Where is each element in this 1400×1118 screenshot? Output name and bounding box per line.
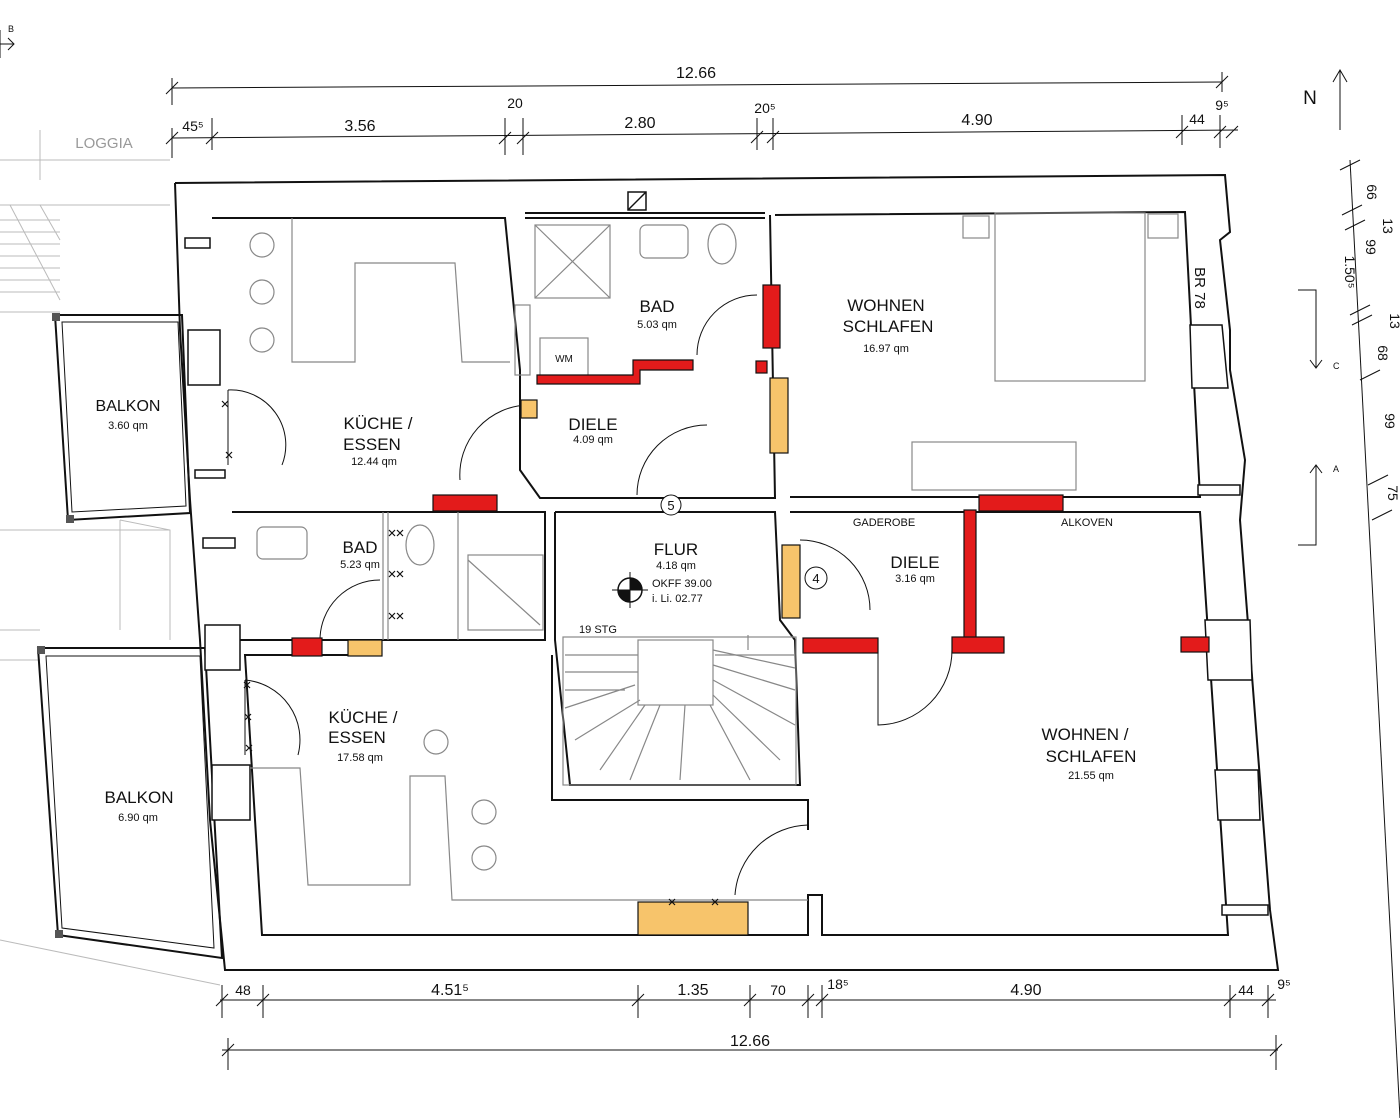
room-label-flur: FLUR 4.18 qm OKFF 39.00 i. Li. 02.77 [652, 540, 712, 605]
svg-text:ESSEN: ESSEN [328, 728, 386, 747]
svg-text:4: 4 [812, 571, 819, 586]
svg-text:44: 44 [1189, 111, 1205, 127]
svg-text:12.66: 12.66 [676, 65, 716, 82]
svg-text:9⁵: 9⁵ [1277, 976, 1291, 992]
svg-text:KÜCHE /: KÜCHE / [329, 708, 398, 727]
svg-text:DIELE: DIELE [568, 415, 617, 434]
room-label-wohnen-bottom: WOHNEN / SCHLAFEN 21.55 qm [1042, 725, 1137, 782]
svg-text:4.51⁵: 4.51⁵ [431, 982, 469, 999]
dimension-lines [165, 72, 1400, 1118]
svg-text:DIELE: DIELE [890, 553, 939, 572]
outer-walls [174, 173, 1280, 971]
svg-text:21.55 qm: 21.55 qm [1068, 770, 1114, 782]
svg-text:FLUR: FLUR [654, 540, 698, 559]
new-walls [291, 284, 1210, 657]
door-number-5: 5 [660, 494, 682, 516]
svg-text:75: 75 [1385, 485, 1400, 501]
changed-walls [347, 377, 801, 936]
svg-text:N: N [1303, 88, 1317, 109]
svg-text:SCHLAFEN: SCHLAFEN [843, 317, 934, 336]
svg-text:3.16 qm: 3.16 qm [895, 573, 935, 585]
svg-text:99: 99 [1363, 239, 1379, 255]
svg-text:4.90: 4.90 [961, 112, 992, 129]
door-swings [227, 294, 953, 896]
room-label-wohnen-top: WOHNEN SCHLAFEN 16.97 qm [843, 296, 934, 355]
svg-text:13: 13 [1387, 313, 1400, 329]
svg-text:12.66: 12.66 [730, 1033, 770, 1050]
svg-text:5.03 qm: 5.03 qm [637, 319, 677, 331]
br78-label: BR 78 [1191, 267, 1208, 309]
room-label-diele-top: DIELE 4.09 qm [568, 415, 617, 446]
svg-text:4.18 qm: 4.18 qm [656, 560, 696, 572]
alkoven-label: ALKOVEN [1061, 517, 1113, 529]
svg-text:4.90: 4.90 [1010, 982, 1041, 999]
svg-text:BALKON: BALKON [105, 788, 174, 807]
svg-text:A: A [1333, 464, 1339, 474]
svg-text:44: 44 [1238, 982, 1254, 998]
svg-text:5: 5 [667, 498, 674, 513]
svg-text:45⁵: 45⁵ [182, 118, 203, 134]
room-label-balkon-bottom: BALKON 6.90 qm [105, 788, 174, 824]
svg-text:12.44 qm: 12.44 qm [351, 456, 397, 468]
svg-text:ESSEN: ESSEN [343, 435, 401, 454]
section-marker-c-icon: C [1298, 289, 1340, 371]
svg-text:BAD: BAD [343, 538, 378, 557]
svg-text:WOHNEN: WOHNEN [847, 296, 924, 315]
svg-text:1.50⁵: 1.50⁵ [1342, 255, 1358, 288]
stg-label: 19 STG [579, 624, 617, 636]
svg-text:B: B [8, 24, 14, 34]
loggia-label: LOGGIA [75, 135, 133, 152]
north-arrow-icon: N [1303, 69, 1348, 130]
svg-text:66: 66 [1364, 184, 1380, 200]
svg-text:70: 70 [770, 982, 786, 998]
section-marker-b-icon: B [0, 24, 15, 58]
svg-text:3.60 qm: 3.60 qm [108, 420, 148, 432]
svg-text:BAD: BAD [640, 297, 675, 316]
ili-label: i. Li. 02.77 [652, 593, 703, 605]
svg-text:6.90 qm: 6.90 qm [118, 812, 158, 824]
room-label-balkon-top: BALKON 3.60 qm [96, 398, 161, 432]
gaderobe-label: GADEROBE [853, 517, 915, 529]
door-number-4: 4 [804, 566, 828, 590]
svg-text:KÜCHE /: KÜCHE / [344, 414, 413, 433]
room-label-bad-top: BAD 5.03 qm [637, 297, 677, 331]
shaft-symbol [627, 191, 647, 211]
window-jambs [184, 237, 1269, 916]
svg-text:48: 48 [235, 982, 251, 998]
svg-text:2.80: 2.80 [624, 115, 655, 132]
balcony-bottom-outline [36, 646, 224, 960]
svg-text:1.35: 1.35 [677, 982, 708, 999]
wm-label: WM [555, 354, 573, 365]
svg-text:16.97 qm: 16.97 qm [863, 343, 909, 355]
balcony-top-outline [52, 313, 192, 523]
room-label-kueche-bottom: KÜCHE / ESSEN 17.58 qm [328, 708, 398, 764]
svg-text:WOHNEN /: WOHNEN / [1042, 725, 1129, 744]
dimension-texts: 12.66 45⁵ 3.56 20 2.80 20⁵ 4.90 44 9⁵ 48… [182, 65, 1400, 1050]
svg-text:17.58 qm: 17.58 qm [337, 752, 383, 764]
level-marker [612, 572, 648, 608]
svg-text:5.23 qm: 5.23 qm [340, 559, 380, 571]
svg-text:9⁵: 9⁵ [1215, 97, 1229, 113]
fixtures [249, 212, 1179, 901]
room-label-bad-mid: BAD 5.23 qm [340, 538, 380, 571]
x-marks [221, 400, 719, 906]
left-context [0, 130, 221, 986]
svg-text:BALKON: BALKON [96, 398, 161, 415]
svg-text:99: 99 [1382, 413, 1398, 429]
room-label-diele-right: DIELE 3.16 qm [890, 553, 939, 585]
svg-text:20: 20 [507, 95, 523, 111]
svg-text:13: 13 [1380, 218, 1396, 234]
svg-text:SCHLAFEN: SCHLAFEN [1046, 747, 1137, 766]
svg-text:20⁵: 20⁵ [754, 100, 775, 116]
svg-text:18⁵: 18⁵ [827, 976, 848, 992]
svg-text:C: C [1333, 361, 1340, 371]
svg-text:3.56: 3.56 [344, 118, 375, 135]
svg-text:68: 68 [1375, 345, 1391, 361]
section-marker-a-icon: A [1298, 464, 1339, 546]
svg-text:4.09 qm: 4.09 qm [573, 434, 613, 446]
okff-label: OKFF 39.00 [652, 578, 712, 590]
room-label-kueche-top: KÜCHE / ESSEN 12.44 qm [343, 414, 413, 468]
